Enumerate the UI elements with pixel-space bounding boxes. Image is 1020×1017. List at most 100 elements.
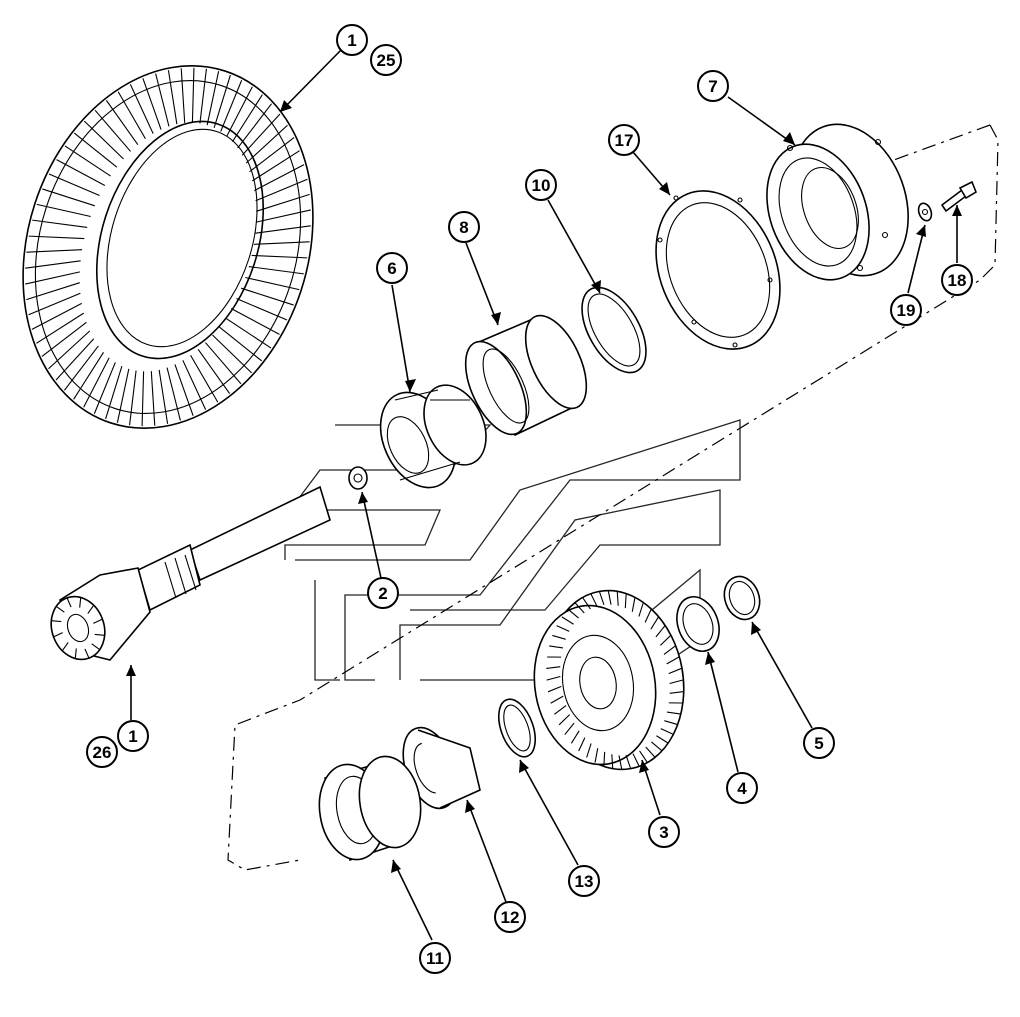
- helical-gear-tooth: [561, 616, 574, 625]
- callout-1-pinion: 1: [117, 720, 149, 752]
- pinion-tooth: [94, 633, 105, 636]
- svg-text:6: 6: [387, 259, 396, 278]
- helical-gear-tooth: [586, 743, 592, 758]
- ring-gear-tooth: [248, 266, 304, 275]
- ring-gear-tooth: [41, 321, 87, 357]
- callout-7: 7: [697, 70, 729, 102]
- ring-gear-tooth: [197, 349, 231, 394]
- helical-gear-tooth: [631, 597, 636, 612]
- bearing-cone-12: [402, 726, 481, 810]
- pinion-nut: [348, 466, 368, 490]
- ring-gear-tooth: [31, 302, 82, 330]
- ring-gear-tooth: [48, 330, 91, 370]
- callout-26: 26: [86, 736, 118, 768]
- ring-gear-tooth: [150, 371, 156, 426]
- ring-gear-tooth: [73, 351, 104, 400]
- callout-19: 19: [890, 294, 922, 326]
- ring-gear-tooth: [213, 74, 231, 129]
- callout-1-ring-gear: 1: [336, 24, 368, 56]
- ring-gear-tooth: [28, 235, 85, 240]
- ring-gear-tooth: [251, 254, 308, 259]
- ring-gear-tooth: [245, 124, 288, 164]
- ring-gear-tooth: [158, 369, 169, 424]
- callout-3: 3: [648, 816, 680, 848]
- svg-text:25: 25: [377, 51, 396, 70]
- ring-gear-tooth: [220, 80, 243, 132]
- ring-gear-tooth: [166, 367, 181, 421]
- helical-gear-teeth: [546, 590, 684, 770]
- pinion-tooth: [53, 632, 63, 638]
- ring-gear-tooth: [256, 209, 311, 223]
- helical-gear-tooth: [644, 608, 652, 623]
- pinion-tooth: [87, 604, 95, 614]
- ring-gear-tooth: [155, 73, 170, 127]
- svg-text:5: 5: [814, 734, 823, 753]
- pinion-tooth: [51, 620, 62, 623]
- helical-gear-tooth: [669, 679, 684, 685]
- cap-screw: [940, 180, 977, 213]
- svg-text:11: 11: [426, 949, 444, 968]
- ring-gear-tooth: [55, 338, 95, 381]
- bearing-cup: [464, 314, 588, 437]
- ring-gear-tooth: [48, 173, 100, 196]
- pinion-tooth: [91, 643, 101, 651]
- callout-2: 2: [367, 577, 399, 609]
- callout-11: 11: [419, 942, 451, 974]
- pinion-tooth: [55, 605, 65, 613]
- helical-gear-tooth: [546, 675, 561, 681]
- svg-text:17: 17: [615, 131, 634, 150]
- ring-gear-tooth: [218, 326, 263, 362]
- ring-gear-tooth: [83, 357, 110, 408]
- helical-gear-tooth: [638, 602, 644, 617]
- callout-17: 17: [608, 124, 640, 156]
- helical-gear-tooth: [669, 690, 684, 694]
- ring-gear: [22, 65, 314, 429]
- ring-gear-tooth: [182, 360, 207, 410]
- helical-gear-tooth: [552, 634, 566, 640]
- ring-gear-tooth: [142, 78, 162, 130]
- helical-gear-tooth: [655, 625, 666, 638]
- helical-gear-tooth: [567, 608, 579, 619]
- ring-gear-tooth: [129, 84, 154, 134]
- ring-gear-tooth: [64, 145, 111, 177]
- assembly-boundary-top: [879, 124, 991, 166]
- ring-gear-tooth: [241, 113, 281, 156]
- ring-gear-tooth: [25, 260, 81, 269]
- helical-gear-tooth: [618, 755, 623, 770]
- helical-gear-tooth: [582, 597, 591, 610]
- bearing-cone: [379, 384, 487, 489]
- bearing-housing: [766, 123, 909, 281]
- ring-gear-tooth: [230, 307, 280, 335]
- helical-gear-tooth: [556, 625, 570, 632]
- ring-gear-tooth: [174, 364, 194, 416]
- callout-10: 10: [525, 169, 557, 201]
- helical-gear-tooth: [564, 722, 575, 735]
- ring-gear-tooth: [225, 317, 272, 349]
- ring-gear-tooth: [212, 334, 253, 374]
- helical-gear-tooth: [616, 591, 619, 606]
- svg-text:1: 1: [128, 727, 137, 746]
- helical-gear-tooth: [650, 616, 660, 630]
- ring-gear-tooth: [253, 241, 310, 245]
- ring-gear-tooth: [190, 354, 219, 403]
- callout-6: 6: [376, 252, 408, 284]
- ring-gear-tooth: [28, 292, 81, 316]
- helical-gear-tooth: [578, 737, 586, 752]
- ring-gear-teeth: [25, 67, 311, 427]
- helical-gear-tooth: [549, 645, 564, 649]
- ring-gear-tooth: [251, 150, 300, 182]
- spacer-ring-4: [676, 596, 720, 652]
- ring-gear-tooth: [237, 103, 273, 149]
- helical-gear-tooth: [645, 746, 656, 758]
- callout-12: 12: [494, 901, 526, 933]
- helical-gear-tooth: [656, 735, 669, 744]
- helical-gear-tooth: [659, 634, 672, 646]
- snap-ring-10: [581, 286, 647, 374]
- helical-gear-tooth: [666, 656, 680, 665]
- svg-text:26: 26: [93, 743, 112, 762]
- helical-gear-tooth: [574, 602, 585, 614]
- helical-gear-tooth: [668, 667, 683, 675]
- helical-gear-tooth: [664, 720, 678, 726]
- ring-gear-tooth: [36, 312, 85, 344]
